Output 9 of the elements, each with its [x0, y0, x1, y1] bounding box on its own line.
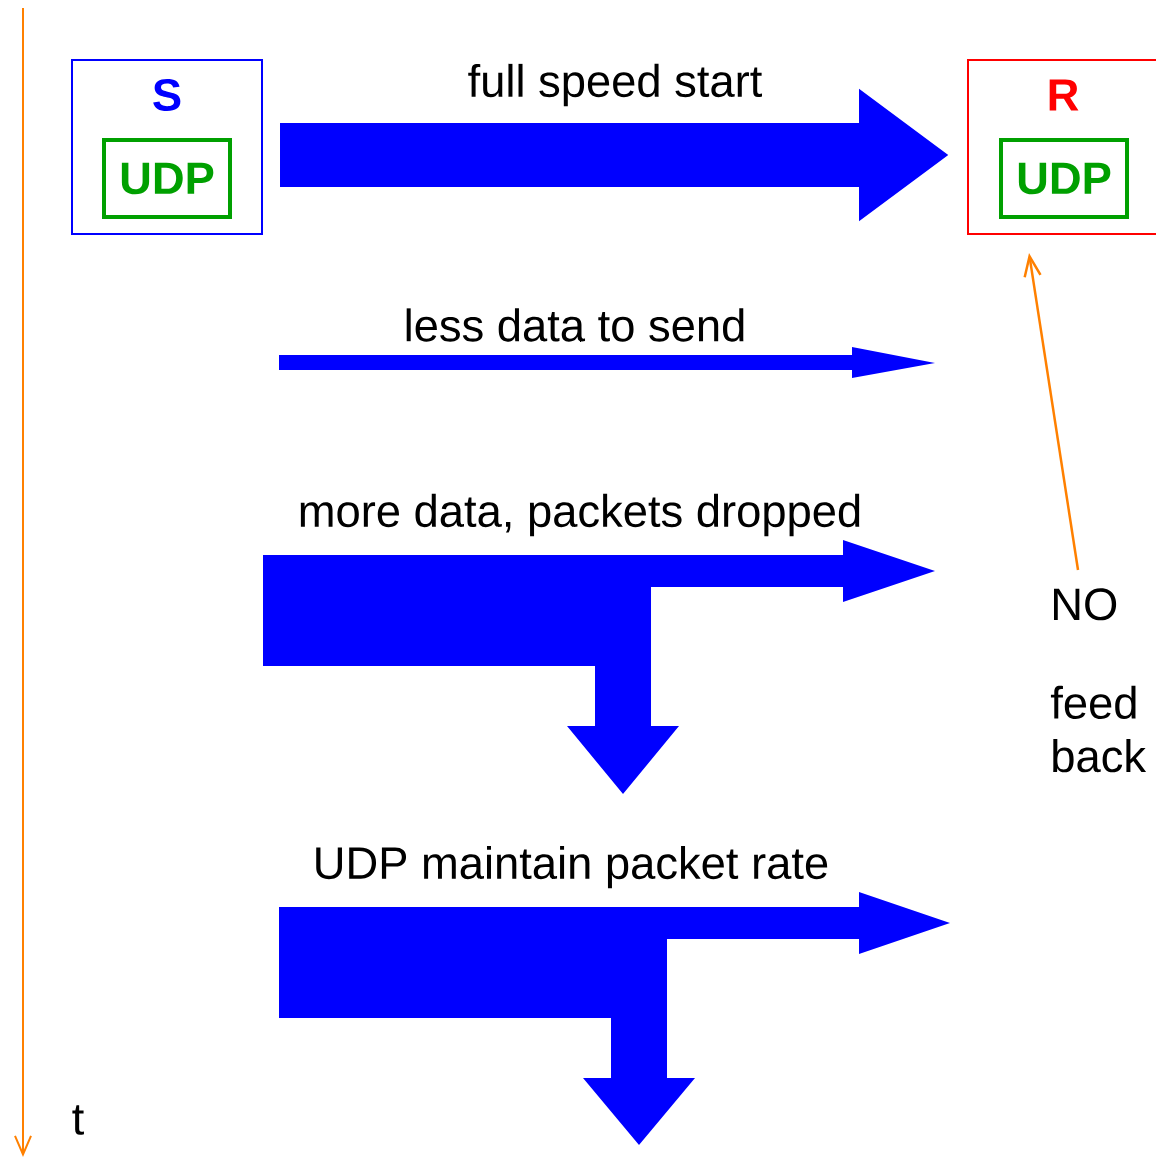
- note-text: NO feed back: [1050, 588, 1147, 773]
- arrow-label: UDP maintain packet rate: [316, 845, 828, 889]
- protocol-box: UDP: [102, 138, 232, 219]
- arrow-label: less data to send: [406, 308, 744, 342]
- axis-label: t: [72, 1105, 84, 1135]
- edge-label: full speed start: [468, 63, 762, 107]
- arrow-label: more data, packets dropped: [300, 493, 860, 537]
- protocol-box: UDP: [999, 138, 1129, 219]
- arrow: [1023, 253, 1080, 571]
